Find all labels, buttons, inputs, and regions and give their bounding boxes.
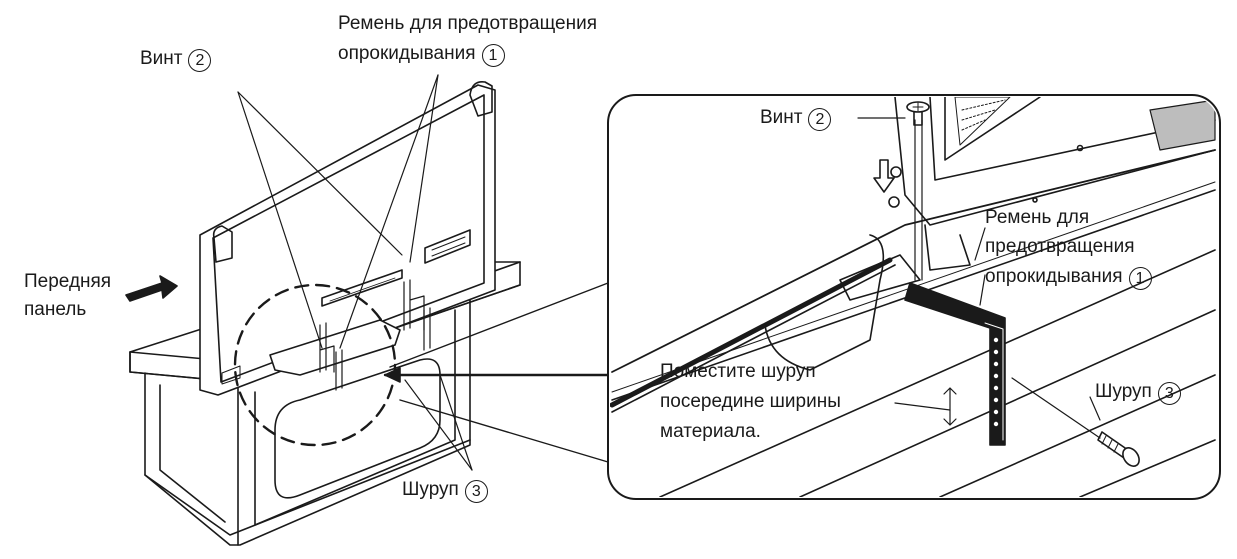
strap-detail-text: опрокидывания [985,266,1123,287]
detail-contents [610,97,1216,497]
screw-detail-text: Винт [760,107,803,128]
wood-screw-detail-text: Шуруп [1095,381,1152,402]
label-strap-detail-line1: Ремень для [985,207,1090,228]
left-leaders [237,74,473,471]
strap-detail-number: 1 [1128,267,1152,290]
label-instruction-line1: Поместите шуруп [660,361,816,382]
strap-left-number: 1 [481,44,505,67]
wood-screw-left-number: 3 [464,480,488,503]
label-instruction-line3: материала. [660,421,761,442]
down-arrow-icon [873,159,895,193]
wood-screw-detail-number: 3 [1157,382,1181,405]
label-strap-detail-line2: предотвращения [985,236,1135,257]
detail-pointer [383,282,610,463]
machine-screw-icon [906,101,930,126]
strap-left-text: опрокидывания [338,43,476,64]
front-arrow-icon [125,275,178,302]
label-front-line2: панель [24,299,87,320]
left-straps [319,279,431,391]
wood-screw-left-text: Шуруп [402,479,459,500]
tv-panel [199,80,496,396]
wood-screw-icon [1097,431,1140,467]
label-strap-left-line1: Ремень для предотвращения [338,13,597,34]
label-front-line1: Передняя [24,271,112,292]
label-instruction-line2: посередине ширины [660,391,841,412]
detail-leaders [857,117,1101,421]
screw-detail-number: 2 [808,108,832,131]
screw-left-number: 2 [188,49,212,72]
screw-left-text: Винт [140,48,183,69]
